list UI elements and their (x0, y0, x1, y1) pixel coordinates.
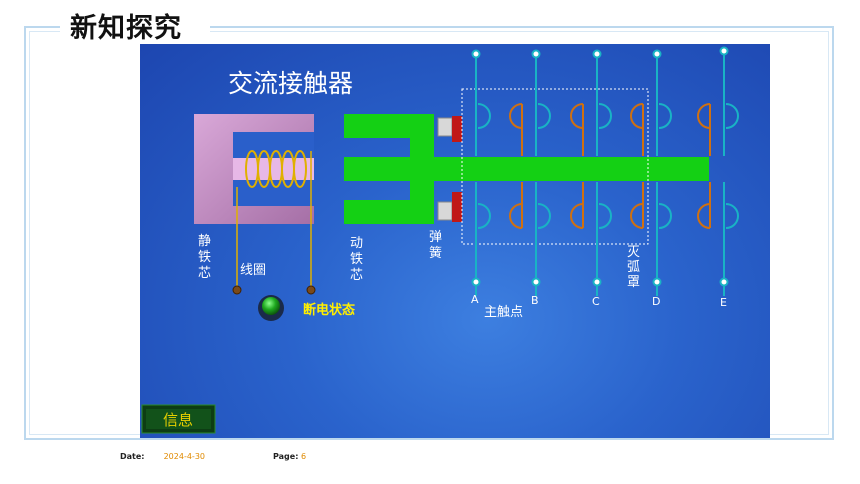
power-status-text: 断电状态 (303, 302, 355, 318)
label-spring-1: 弹 (429, 230, 442, 245)
title-background (60, 8, 210, 44)
contactor-simulation: 交流接触器 (140, 44, 770, 438)
spring-bottom (437, 192, 462, 222)
label-static-core-2: 铁 (198, 250, 211, 265)
label-coil: 线圈 (240, 263, 266, 278)
spring-top (437, 116, 462, 142)
coil-terminal-left[interactable] (232, 285, 242, 295)
label-moving-core: 动 铁 芯 (350, 236, 367, 283)
slide-frame (24, 26, 834, 440)
arc-cover-frame (461, 88, 649, 245)
label-moving-core-3: 芯 (350, 268, 363, 283)
label-arc-cover-2: 弧 (627, 260, 640, 275)
label-main-contacts: 主触点 (484, 305, 523, 320)
terminal-label-d: D (652, 295, 660, 308)
label-static-core: 静 铁 芯 (198, 234, 215, 281)
footer-page: Page: 6 (273, 452, 306, 461)
coil-terminal-right[interactable] (306, 285, 316, 295)
info-button-label: 信息 (163, 411, 193, 429)
page-label: Page: (273, 452, 299, 461)
top-terminals (471, 46, 729, 59)
date-label: Date: (120, 452, 145, 461)
terminal-label-b: B (531, 294, 539, 307)
label-moving-core-2: 铁 (350, 252, 363, 267)
diagram-title: 交流接触器 (228, 69, 353, 98)
label-arc-cover-3: 罩 (627, 275, 640, 290)
label-arc-cover: 灭 弧 罩 (627, 245, 644, 290)
label-moving-core-1: 动 (350, 236, 363, 251)
label-spring-2: 簧 (429, 245, 442, 261)
terminal-label-e: E (720, 296, 727, 309)
label-static-core-3: 芯 (198, 266, 211, 281)
label-spring: 弹 簧 (429, 230, 446, 261)
label-arc-cover-1: 灭 (627, 245, 640, 260)
info-button[interactable]: 信息 (141, 404, 216, 434)
moving-core (344, 114, 709, 224)
date-value: 2024-4-30 (163, 452, 205, 461)
terminal-label-c: C (592, 295, 600, 308)
static-core (194, 114, 314, 224)
footer-date: Date: 2024-4-30 (120, 452, 205, 461)
power-button[interactable] (258, 295, 284, 321)
terminal-label-a: A (471, 293, 479, 306)
coil (236, 150, 312, 290)
bottom-terminals (471, 277, 729, 287)
main-contacts (475, 52, 739, 296)
page-value: 6 (300, 452, 307, 461)
label-static-core-1: 静 (198, 234, 211, 249)
page-title: 新知探究 (70, 13, 182, 44)
